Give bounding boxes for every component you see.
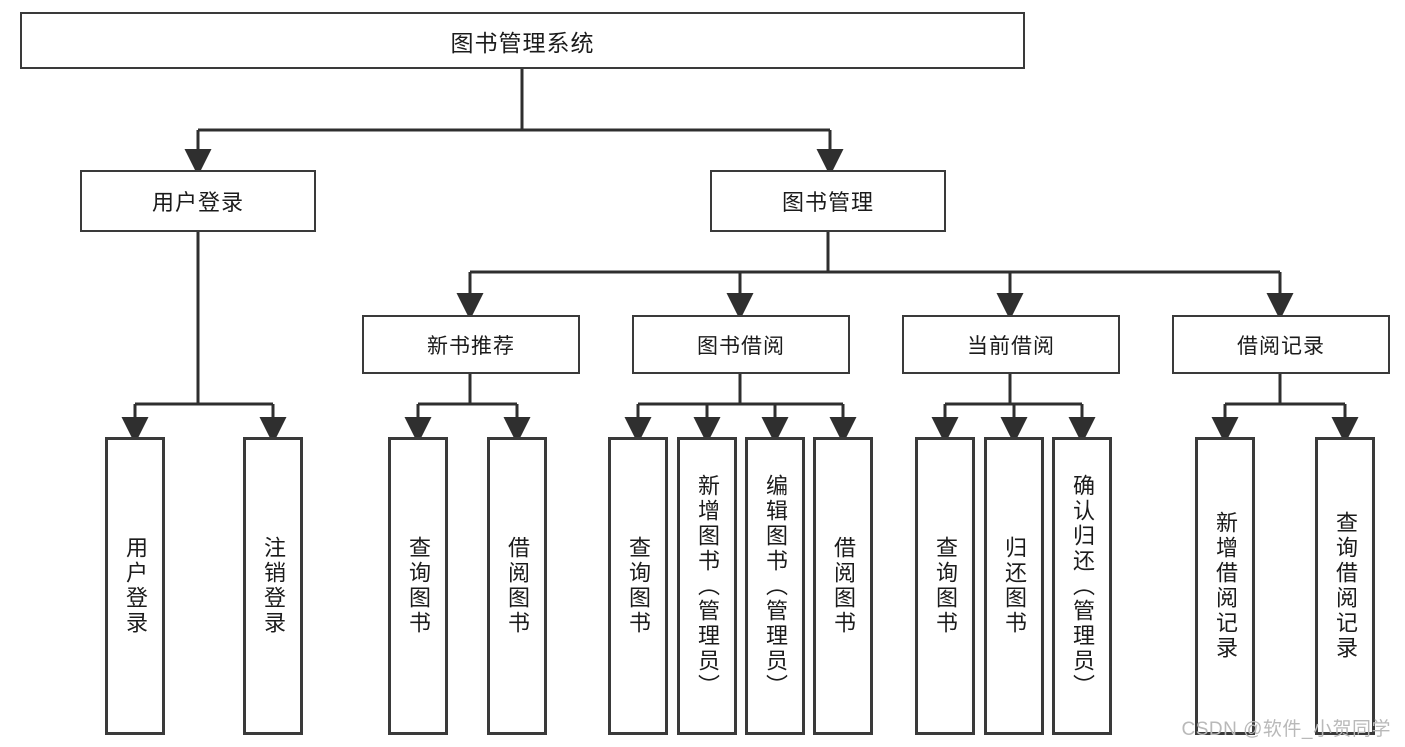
node-label: 查询图书 — [625, 536, 651, 636]
leaf-borrow-books-recommend[interactable]: 借阅图书 — [487, 437, 547, 735]
node-label: 图书管理 — [781, 190, 874, 215]
leaf-query-books-recommend[interactable]: 查询图书 — [388, 437, 448, 735]
leaf-edit-book-admin[interactable]: 编辑图书（管理员） — [745, 437, 805, 735]
node-borrow-records[interactable]: 借阅记录 — [1172, 315, 1390, 374]
node-label: 新增图书（管理员） — [694, 473, 720, 699]
leaf-query-books-current[interactable]: 查询图书 — [915, 437, 975, 735]
node-label: 注销登录 — [260, 536, 286, 636]
node-new-book-recommend[interactable]: 新书推荐 — [362, 315, 580, 374]
leaf-user-login[interactable]: 用户登录 — [105, 437, 165, 735]
leaf-borrow-books[interactable]: 借阅图书 — [813, 437, 873, 735]
leaf-add-borrow-record[interactable]: 新增借阅记录 — [1195, 437, 1255, 735]
node-label: 用户登录 — [122, 536, 148, 636]
leaf-add-book-admin[interactable]: 新增图书（管理员） — [677, 437, 737, 735]
watermark: CSDN @软件_小贺同学 — [1181, 719, 1391, 740]
node-current-borrow[interactable]: 当前借阅 — [902, 315, 1120, 374]
node-label: 新增借阅记录 — [1212, 511, 1238, 661]
node-label: 查询借阅记录 — [1332, 511, 1358, 661]
node-user-login[interactable]: 用户登录 — [80, 170, 316, 232]
leaf-logout[interactable]: 注销登录 — [243, 437, 303, 735]
leaf-return-books[interactable]: 归还图书 — [984, 437, 1044, 735]
node-book-borrow[interactable]: 图书借阅 — [632, 315, 850, 374]
leaf-query-borrow-record[interactable]: 查询借阅记录 — [1315, 437, 1375, 735]
node-root[interactable]: 图书管理系统 — [20, 12, 1025, 69]
node-label: 借阅图书 — [504, 536, 530, 636]
node-label: 用户登录 — [151, 190, 244, 215]
node-label: 当前借阅 — [967, 334, 1055, 358]
node-book-management[interactable]: 图书管理 — [710, 170, 946, 232]
node-label: 图书借阅 — [697, 334, 785, 358]
node-label: 确认归还（管理员） — [1069, 473, 1095, 699]
leaf-query-books-borrow[interactable]: 查询图书 — [608, 437, 668, 735]
node-label: 查询图书 — [405, 536, 431, 636]
node-label: 借阅图书 — [830, 536, 856, 636]
node-label: 归还图书 — [1001, 536, 1027, 636]
node-label: 图书管理系统 — [450, 29, 595, 56]
node-label: 编辑图书（管理员） — [762, 473, 788, 699]
node-label: 借阅记录 — [1237, 334, 1325, 358]
leaf-confirm-return-admin[interactable]: 确认归还（管理员） — [1052, 437, 1112, 735]
node-label: 查询图书 — [932, 536, 958, 636]
node-label: 新书推荐 — [427, 334, 515, 358]
